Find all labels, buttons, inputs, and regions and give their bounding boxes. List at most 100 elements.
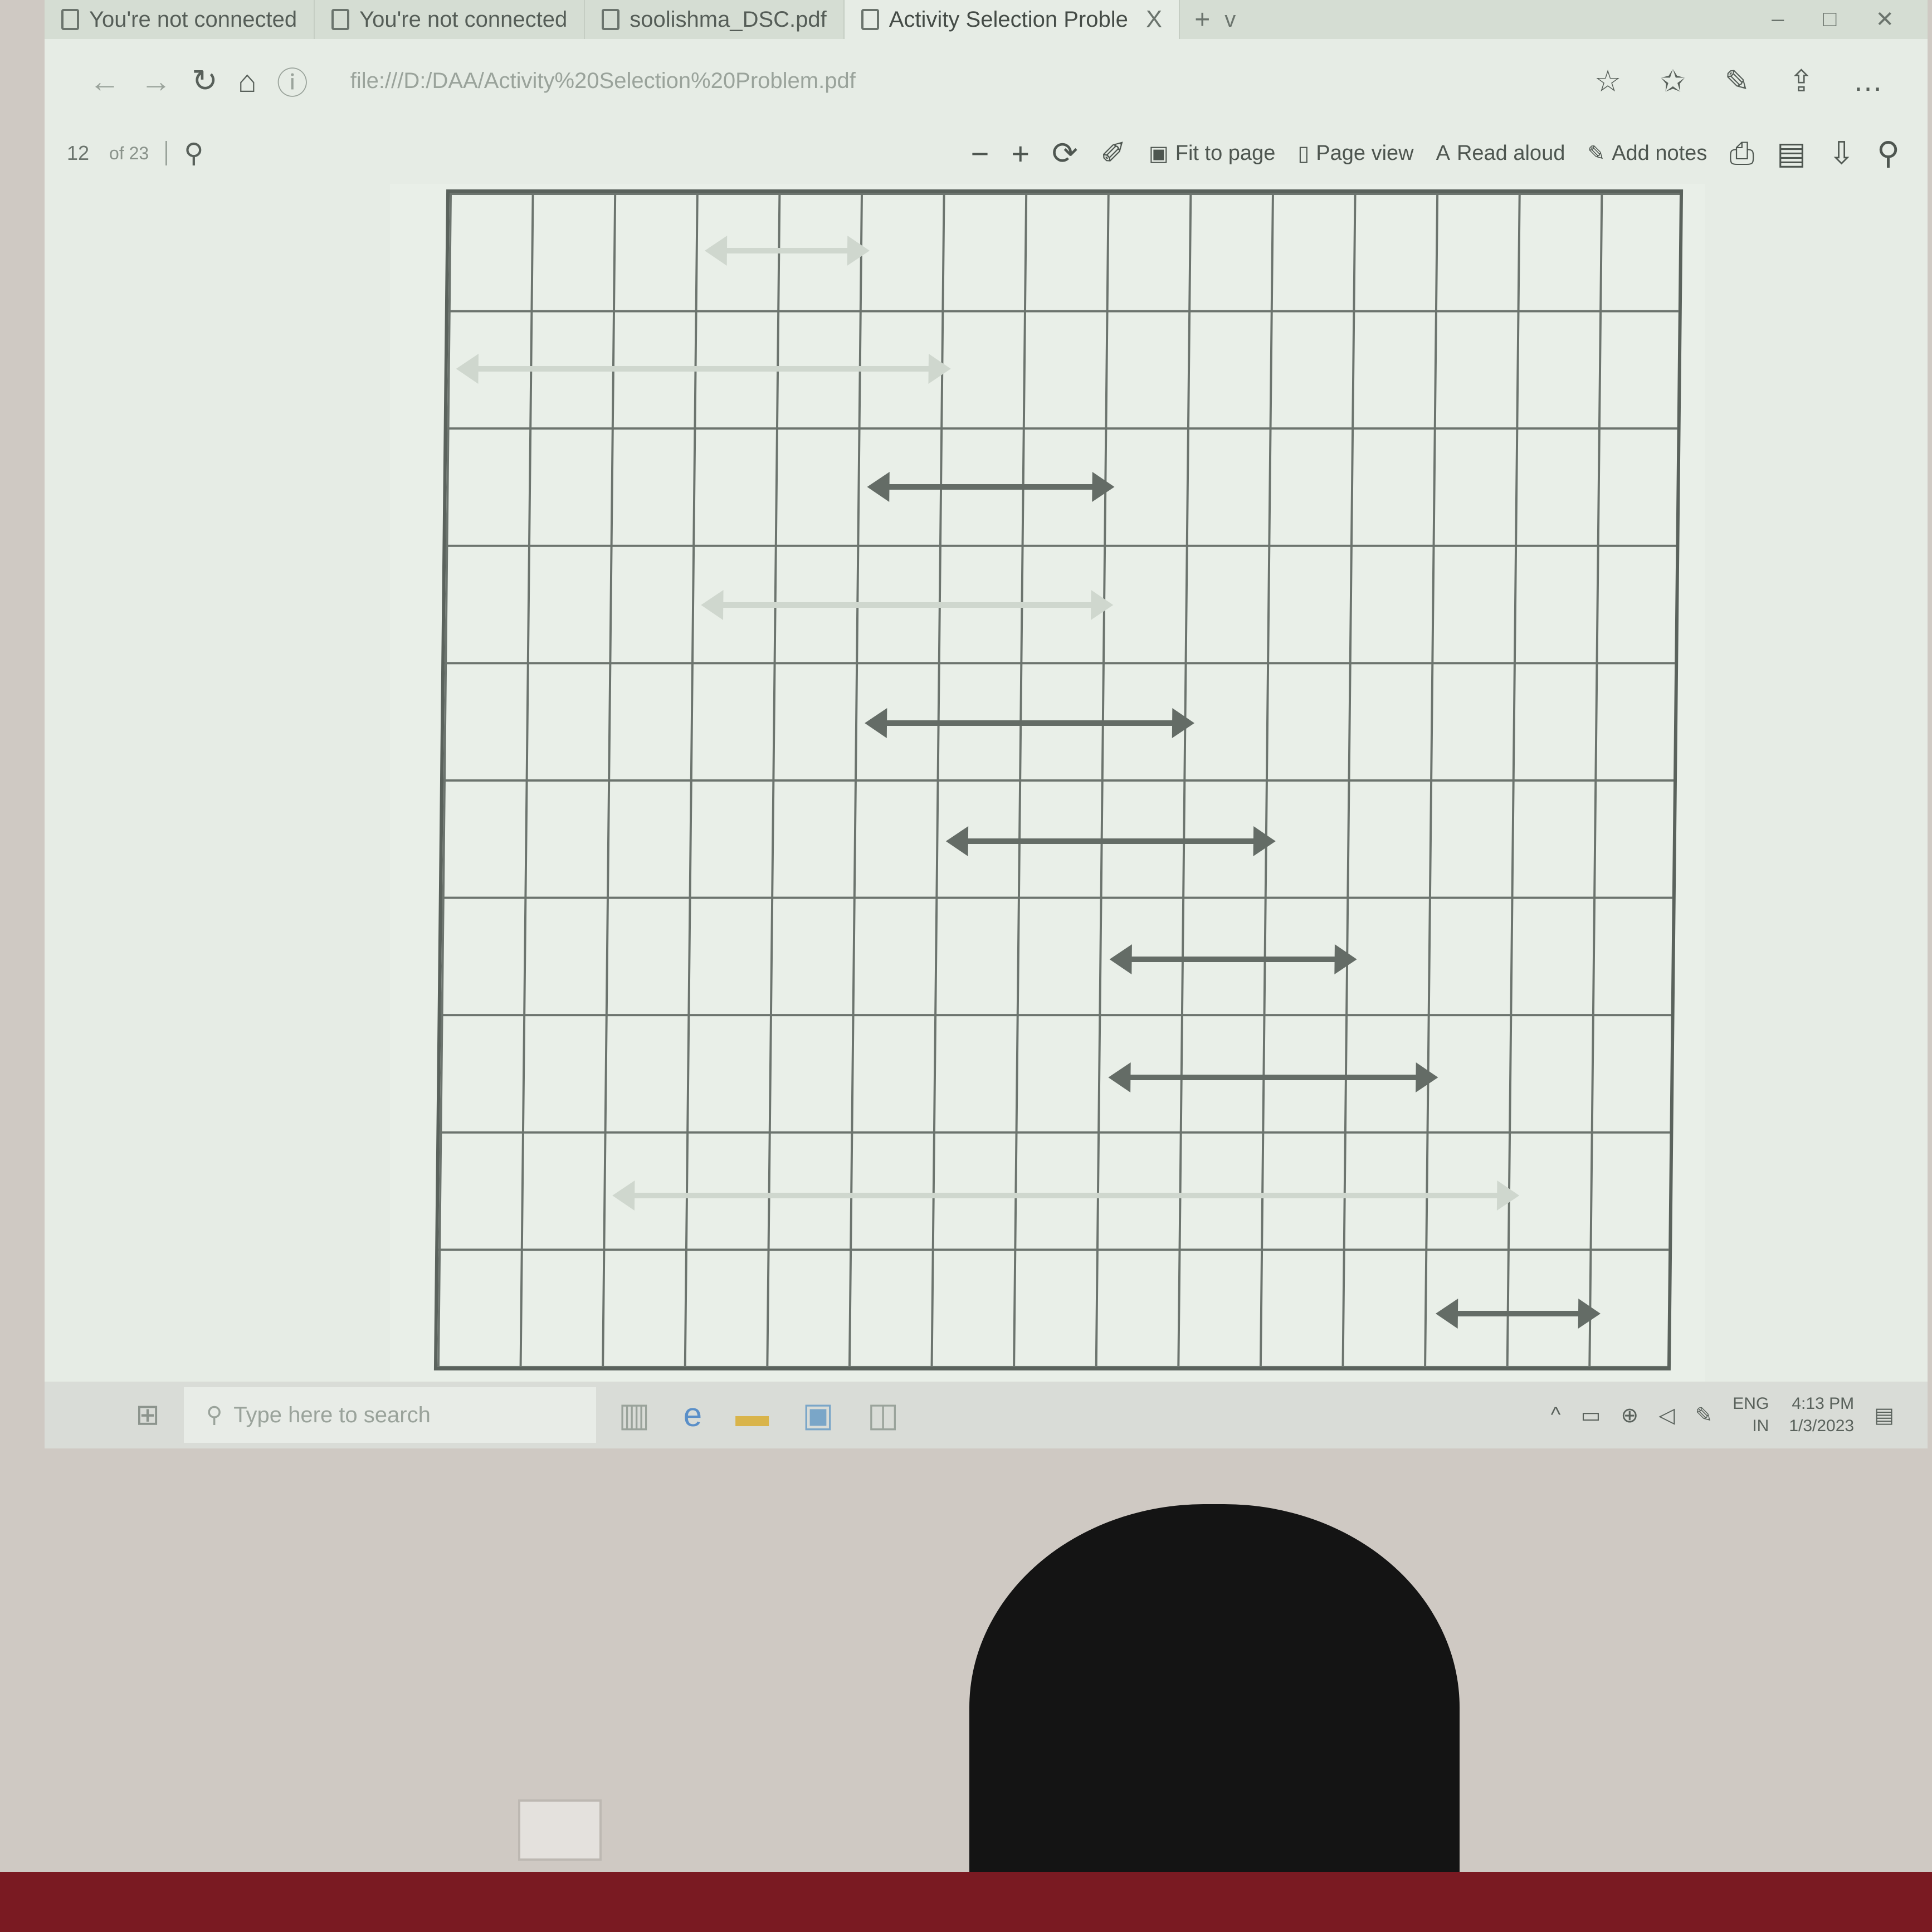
projected-screen: You're not connected You're not connecte… [45, 0, 1928, 1448]
taskbar-search[interactable]: ⚲ Type here to search [184, 1387, 596, 1443]
taskbar-apps: ▥ e ▬ ▣ ◫ [618, 1396, 899, 1435]
activity-arrow-6 [945, 826, 1276, 857]
draw-icon[interactable]: ✐ [1100, 135, 1126, 170]
pdf-icon [602, 9, 620, 30]
pin-icon[interactable]: ⚲ [1876, 135, 1900, 170]
edge-browser-icon[interactable]: e [683, 1396, 702, 1433]
activity-arrow-5 [864, 708, 1195, 739]
windows-taskbar: ⊞ ⚲ Type here to search ▥ e ▬ ▣ ◫ ^ ▭ ⊕ … [45, 1382, 1928, 1448]
store-icon[interactable]: ▣ [802, 1396, 834, 1433]
window-controls: – □ ✕ [1772, 7, 1928, 32]
share-icon[interactable]: ⇪ [1788, 64, 1814, 98]
tab-3[interactable]: soolishma_DSC.pdf [585, 0, 845, 39]
save-icon[interactable]: ▤ [1777, 135, 1807, 170]
tab-label: You're not connected [359, 7, 568, 32]
address-bar-actions: ☆ ✩ ✎ ⇪ … [1594, 64, 1928, 99]
address-bar: ← → ↻ ⌂ ⓘ file:///D:/DAA/Activity%20Sele… [45, 45, 1928, 117]
forward-icon[interactable]: → [140, 63, 172, 99]
page-icon [61, 9, 79, 30]
activity-arrow-3 [867, 472, 1115, 502]
page-number-input[interactable]: 12 [67, 142, 90, 164]
search-icon[interactable]: ⚲ [184, 139, 204, 168]
activity-grid [433, 189, 1684, 1370]
tray-chevron-icon[interactable]: ^ [1550, 1403, 1561, 1427]
auditorium-seats [0, 1872, 1932, 1932]
language-code: ENG [1733, 1394, 1769, 1413]
read-aloud-label: Read aloud [1456, 141, 1565, 165]
activity-arrow-9 [612, 1180, 1520, 1211]
windows-start-icon[interactable]: ⊞ [135, 1399, 160, 1431]
add-notes-button[interactable]: ✎ Add notes [1587, 141, 1707, 166]
language-indicator[interactable]: ENG IN [1733, 1393, 1769, 1437]
tab-bar: You're not connected You're not connecte… [45, 0, 1928, 39]
tab-1[interactable]: You're not connected [45, 0, 315, 39]
print-icon[interactable]: ⎙ [1729, 135, 1755, 170]
add-notes-label: Add notes [1612, 141, 1707, 165]
system-tray: ^ ▭ ⊕ ◁ ✎ ENG IN 4:13 PM 1/3/2023 ▤ [1551, 1393, 1928, 1437]
save-as-icon[interactable]: ⇩ [1828, 135, 1855, 170]
page-view-label: Page view [1316, 141, 1414, 165]
volume-icon[interactable]: ◁ [1658, 1403, 1675, 1427]
notifications-icon[interactable]: ▤ [1874, 1403, 1894, 1427]
search-icon: ⚲ [206, 1403, 223, 1427]
fit-to-page-icon: ▣ [1148, 142, 1169, 165]
tab-label: soolishma_DSC.pdf [630, 7, 827, 32]
page-view-button[interactable]: ▯ Page view [1297, 141, 1413, 166]
activity-arrow-4 [700, 590, 1114, 621]
tab-label: You're not connected [89, 7, 297, 32]
read-aloud-button[interactable]: A Read aloud [1436, 142, 1565, 165]
more-icon[interactable]: … [1853, 64, 1883, 97]
task-view-icon[interactable]: ▥ [618, 1396, 650, 1433]
bag-icon[interactable]: ◫ [867, 1396, 899, 1433]
zoom-in-icon[interactable]: + [1011, 135, 1030, 171]
activity-arrow-10 [1435, 1299, 1601, 1329]
pdf-tools: − + ⟳ ✐ ▣ Fit to page ▯ Page view A Read… [971, 135, 1928, 172]
back-icon[interactable]: ← [89, 63, 120, 99]
divider [165, 141, 168, 165]
region-code: IN [1752, 1417, 1769, 1435]
activity-arrow-2 [456, 354, 951, 384]
browser-window: You're not connected You're not connecte… [45, 0, 1928, 1382]
clock-time: 4:13 PM [1792, 1394, 1855, 1413]
favorite-star-icon[interactable]: ☆ [1594, 64, 1622, 98]
wall-socket [518, 1799, 602, 1861]
favorites-icon[interactable]: ✩ [1660, 64, 1686, 98]
clock-date: 1/3/2023 [1789, 1417, 1855, 1435]
home-icon[interactable]: ⌂ [237, 63, 257, 99]
add-notes-icon: ✎ [1587, 142, 1606, 165]
activity-arrow-1 [704, 236, 870, 266]
activity-arrow-8 [1108, 1062, 1438, 1093]
clock[interactable]: 4:13 PM 1/3/2023 [1789, 1393, 1854, 1437]
close-tab-icon[interactable]: X [1145, 6, 1163, 33]
tab-actions-chevron-icon[interactable]: v [1224, 7, 1236, 32]
network-icon[interactable]: ⊕ [1621, 1403, 1639, 1427]
tab-label: Activity Selection Proble [889, 7, 1128, 32]
zoom-out-icon[interactable]: − [970, 135, 989, 171]
pdf-icon [861, 9, 879, 30]
close-window-icon[interactable]: ✕ [1875, 7, 1894, 32]
pdf-page [390, 184, 1705, 1382]
pen-icon[interactable]: ✎ [1724, 64, 1750, 98]
pdf-toolbar: 12 of 23 ⚲ − + ⟳ ✐ ▣ Fit to page ▯ Page … [45, 123, 1928, 184]
tab-2[interactable]: You're not connected [315, 0, 586, 39]
activity-arrow-7 [1109, 944, 1357, 975]
audience-head [969, 1504, 1460, 1928]
file-explorer-icon[interactable]: ▬ [735, 1396, 769, 1433]
taskbar-search-placeholder: Type here to search [233, 1402, 431, 1427]
page-total: of 23 [109, 143, 149, 163]
refresh-icon[interactable]: ↻ [192, 63, 218, 98]
url-field[interactable]: file:///D:/DAA/Activity%20Selection%20Pr… [350, 68, 856, 93]
rotate-icon[interactable]: ⟳ [1052, 135, 1078, 170]
pen-tray-icon[interactable]: ✎ [1695, 1403, 1713, 1427]
read-aloud-icon: A [1436, 141, 1450, 165]
minimize-icon[interactable]: – [1772, 7, 1784, 31]
maximize-icon[interactable]: □ [1823, 7, 1837, 31]
fit-to-page-button[interactable]: ▣ Fit to page [1149, 141, 1275, 166]
info-icon[interactable]: ⓘ [276, 65, 308, 101]
fit-to-page-label: Fit to page [1175, 141, 1276, 165]
tablet-icon[interactable]: ▭ [1580, 1403, 1601, 1427]
new-tab-button[interactable]: + [1194, 4, 1211, 35]
page-icon [331, 9, 350, 30]
page-view-icon: ▯ [1297, 142, 1310, 165]
tab-4-active[interactable]: Activity Selection Proble X [844, 0, 1180, 39]
